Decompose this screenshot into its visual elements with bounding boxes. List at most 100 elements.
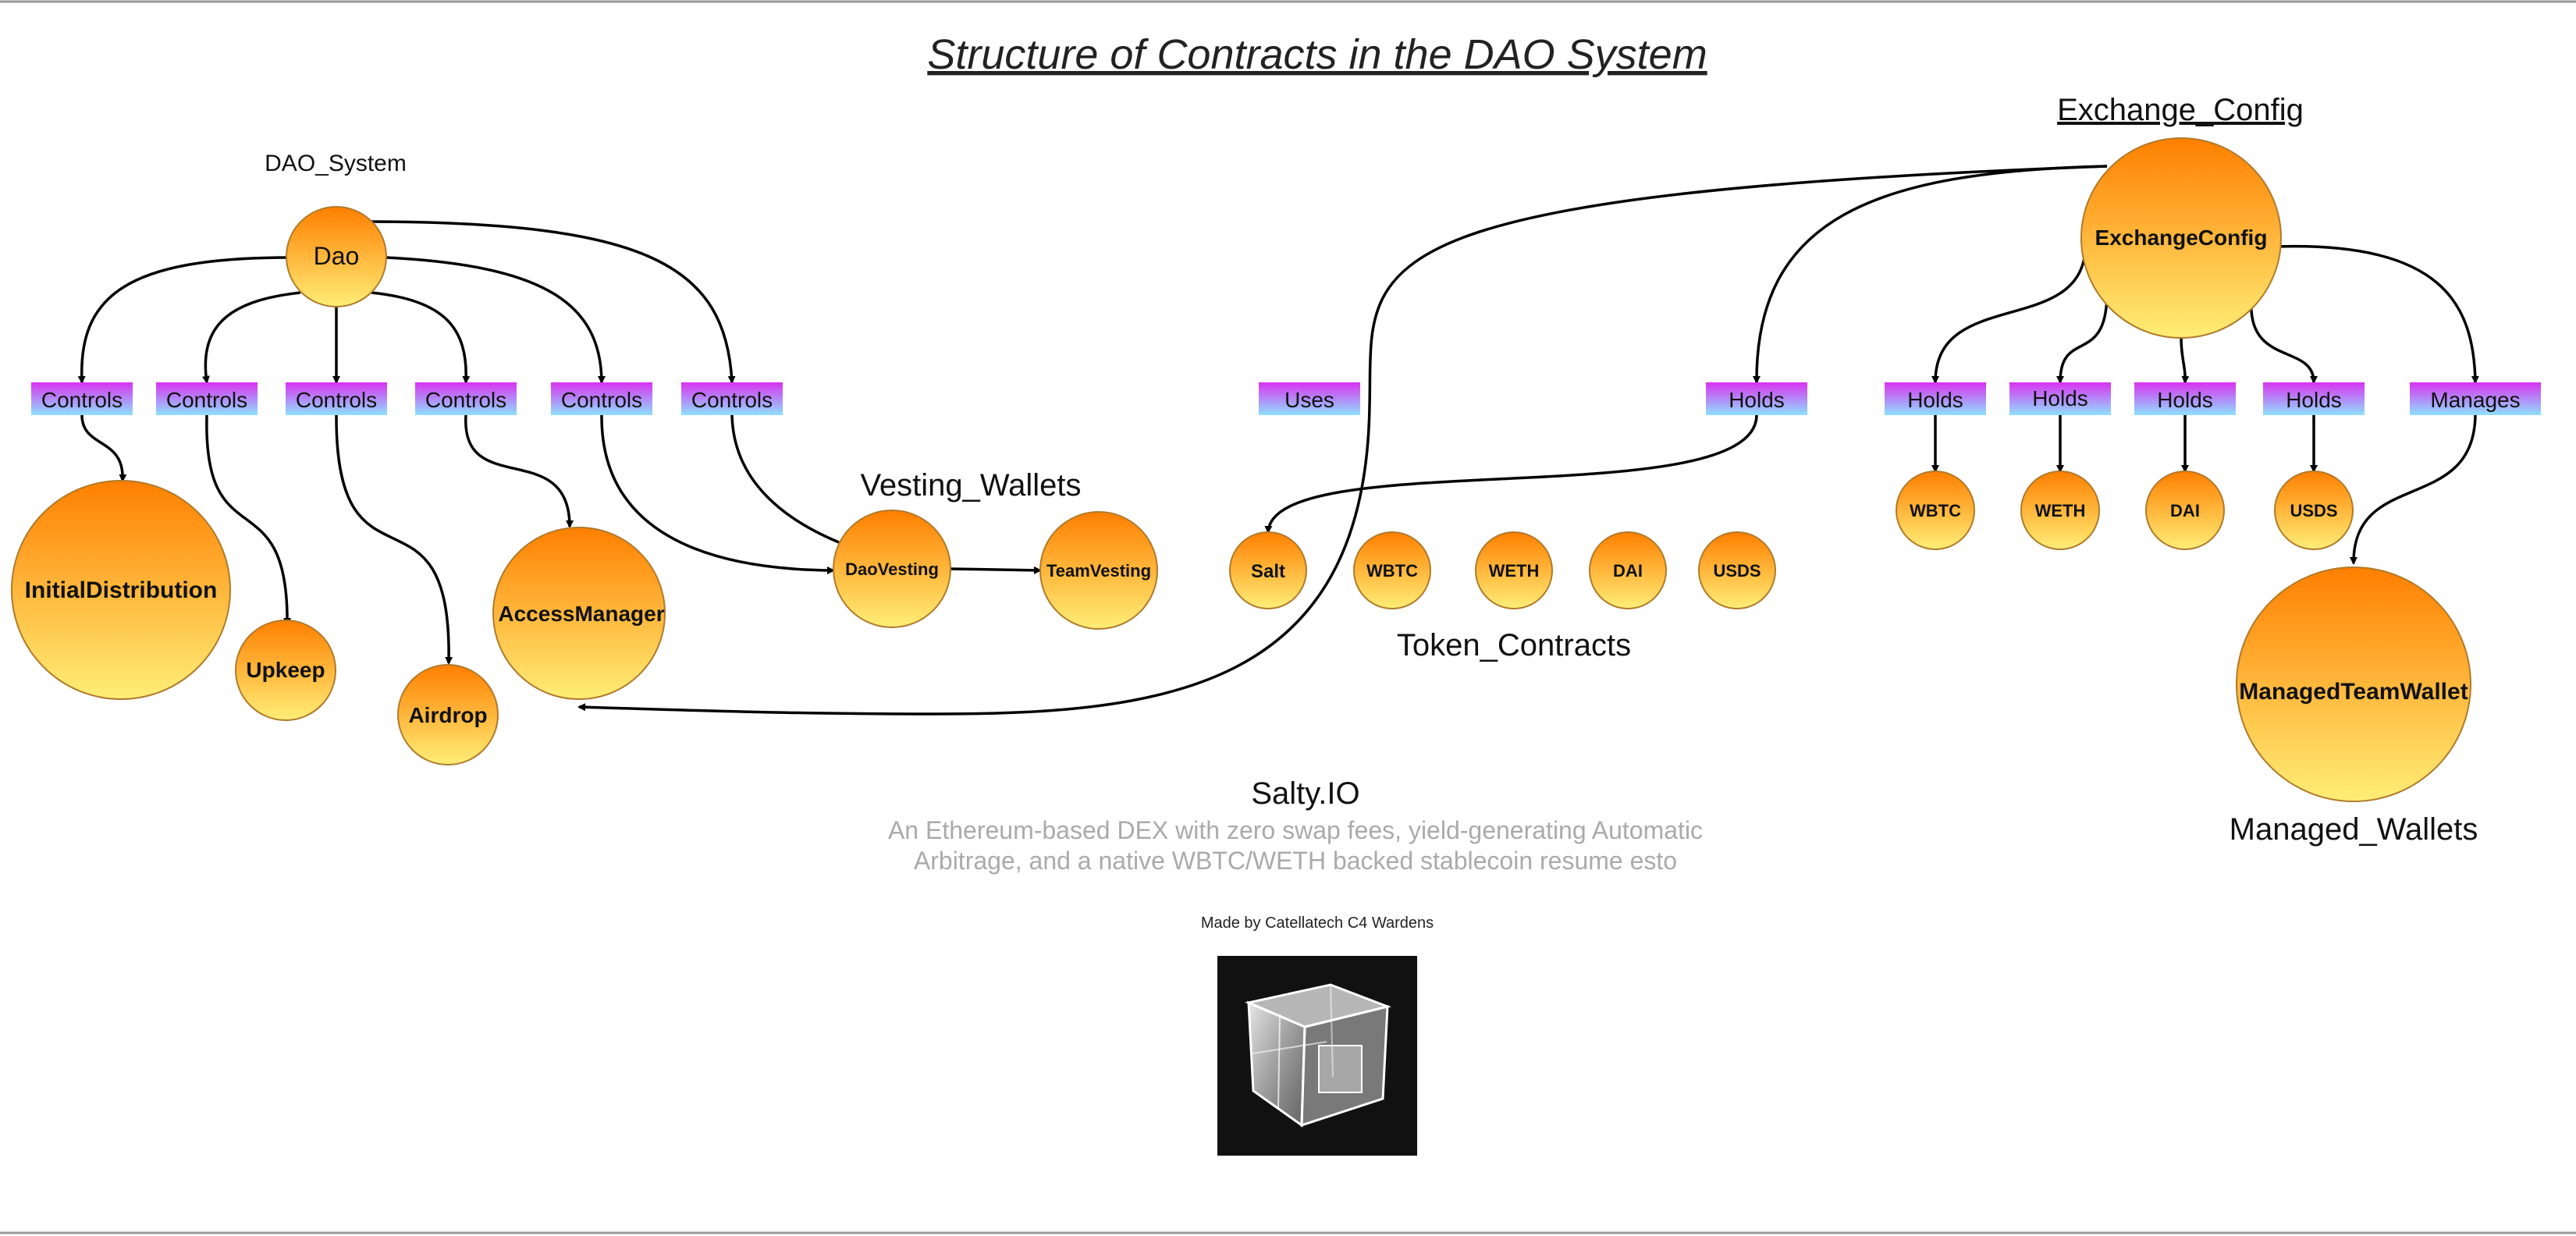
relation-text: Holds — [2032, 386, 2088, 410]
node-managed-team-wallet: ManagedTeamWallet — [2236, 566, 2471, 802]
node-dao: Dao — [286, 206, 387, 307]
edge-holds-salt — [1264, 414, 1758, 534]
relation-label-holds-usds: Holds — [2263, 382, 2365, 415]
cube-right-face — [1300, 1005, 1389, 1128]
relation-text: Controls — [691, 388, 773, 412]
cube-inner-edge-3 — [1252, 1041, 1327, 1054]
group-label-vesting-wallets: Vesting_Wallets — [860, 468, 1081, 503]
edge-exchange-config-holds-dai — [2180, 337, 2190, 384]
edge-exchange-config-holds-salt — [1752, 165, 2108, 384]
relation-text: Holds — [1729, 388, 1785, 412]
footer-credit: Made by Catellatech C4 Wardens — [1201, 915, 1434, 932]
edge-dao-controls-4 — [371, 291, 471, 384]
relation-label-controls-3: Controls — [286, 382, 387, 415]
node-upkeep: Upkeep — [235, 620, 336, 721]
node-access-manager: AccessManager — [492, 527, 666, 700]
edge-exchange-config-holds-wbtc — [1931, 252, 2087, 384]
edge-manages-team-wallet — [2349, 414, 2477, 565]
edge-dao-controls-2 — [201, 291, 301, 384]
node-label: Airdrop — [408, 703, 487, 727]
edge-exchange-config-holds-weth — [2056, 292, 2109, 384]
relation-text: Controls — [425, 388, 506, 412]
node-label: WBTC — [1366, 561, 1418, 581]
edge-controls-dao-vesting-2 — [730, 414, 840, 544]
node-usds: USDS — [1698, 531, 1776, 609]
node-team-vesting: TeamVesting — [1039, 511, 1158, 630]
node-label: DAI — [1613, 561, 1643, 581]
relation-label-uses: Uses — [1259, 382, 1360, 415]
node-wbtc: WBTC — [1353, 531, 1431, 609]
relation-label-holds-wbtc: Holds — [1885, 382, 1986, 415]
node-dao-vesting: DaoVesting — [833, 510, 951, 628]
cube-inner-edge-1 — [1277, 1014, 1281, 1109]
edge-exchange-config-holds-usds — [2250, 300, 2318, 384]
relation-label-controls-2: Controls — [156, 382, 258, 415]
relation-label-manages: Manages — [2410, 382, 2541, 415]
edge-controls-access-manager — [464, 414, 574, 528]
node-dai: DAI — [1589, 531, 1667, 609]
edge-controls-initial-distribution — [80, 414, 127, 482]
node-label: USDS — [1713, 561, 1761, 581]
relation-label-controls-1: Controls — [31, 382, 133, 415]
node-ex-wbtc: WBTC — [1896, 471, 1975, 550]
node-label: WETH — [1489, 561, 1540, 581]
relation-label-controls-6: Controls — [681, 382, 783, 415]
edge-dao-controls-5 — [385, 256, 606, 384]
footer-heading: Salty.IO — [1251, 776, 1359, 811]
edge-dao-controls-1 — [77, 256, 291, 384]
relation-text: Uses — [1284, 388, 1334, 412]
group-label-exchange-config: Exchange_Config — [2057, 93, 2304, 127]
relation-label-holds-salt: Holds — [1706, 382, 1807, 415]
node-label: Upkeep — [246, 658, 325, 682]
edge-dao-vesting-team-vesting — [950, 566, 1042, 574]
node-label: WETH — [2035, 501, 2086, 520]
node-label: USDS — [2290, 501, 2337, 520]
relation-text: Holds — [2286, 388, 2342, 412]
edge-exchange-config-access-manager — [577, 165, 2108, 716]
group-label-dao-system: DAO_System — [265, 151, 407, 176]
logo-image — [1217, 956, 1417, 1156]
relation-text: Controls — [41, 388, 123, 412]
node-salt: Salt — [1229, 531, 1307, 609]
cube-inner-edge-2 — [1330, 984, 1334, 1078]
relation-label-controls-4: Controls — [415, 382, 517, 415]
node-label: InitialDistribution — [25, 577, 218, 603]
relation-text: Controls — [561, 388, 642, 412]
edges — [77, 165, 2479, 716]
node-label: TeamVesting — [1046, 561, 1151, 581]
edge-controls-upkeep — [205, 414, 292, 626]
relation-label-controls-5: Controls — [551, 382, 652, 415]
relation-text: Manages — [2430, 388, 2520, 412]
relation-text: Holds — [2157, 388, 2213, 412]
cube-inner-block — [1318, 1045, 1363, 1093]
node-label: DaoVesting — [845, 559, 939, 579]
edge-dao-controls-6 — [371, 220, 736, 384]
node-ex-weth: WETH — [2020, 471, 2100, 550]
node-airdrop: Airdrop — [397, 664, 499, 765]
node-label: ManagedTeamWallet — [2239, 679, 2468, 705]
node-label: Dao — [314, 242, 360, 270]
node-weth: WETH — [1475, 531, 1553, 609]
node-label: Salt — [1251, 561, 1285, 582]
group-label-token-contracts: Token_Contracts — [1397, 628, 1631, 662]
footer-description-line-1: An Ethereum-based DEX with zero swap fee… — [888, 816, 1703, 844]
edge-controls-dao-vesting — [600, 414, 835, 574]
group-label-managed-wallets: Managed_Wallets — [2230, 812, 2478, 847]
node-ex-usds: USDS — [2274, 471, 2354, 550]
relation-text: Controls — [296, 388, 377, 412]
node-exchange-config: ExchangeConfig — [2080, 137, 2282, 339]
node-label: ExchangeConfig — [2095, 226, 2268, 250]
node-label: WBTC — [1910, 501, 1961, 520]
edge-controls-airdrop — [335, 414, 453, 665]
relation-label-holds-weth: Holds — [2009, 382, 2111, 415]
node-initial-distribution: InitialDistribution — [11, 480, 231, 700]
node-ex-dai: DAI — [2145, 471, 2225, 550]
relation-text: Controls — [166, 388, 247, 412]
diagram-title: Structure of Contracts in the DAO System — [927, 31, 1707, 78]
relation-text: Holds — [1907, 388, 1963, 412]
node-label: DAI — [2170, 501, 2200, 520]
relation-label-holds-dai: Holds — [2134, 382, 2236, 415]
node-label: AccessManager — [498, 602, 664, 626]
footer-description-line-2: Arbitrage, and a native WBTC/WETH backed… — [914, 847, 1677, 875]
